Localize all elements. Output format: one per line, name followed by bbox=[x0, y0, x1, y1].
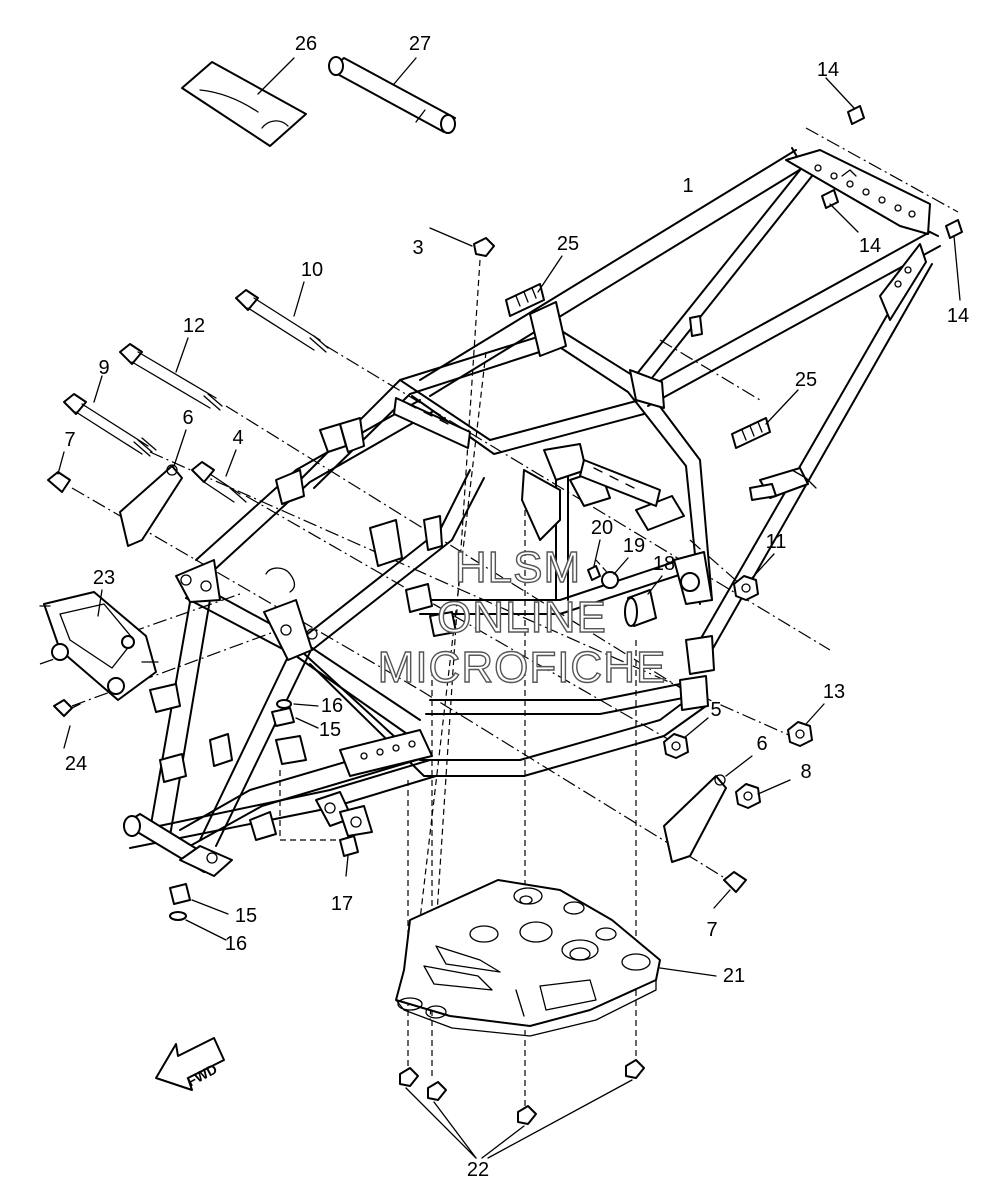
part-8-nut bbox=[735, 783, 761, 809]
part-14-cap-top bbox=[847, 105, 865, 125]
part-26-sheet bbox=[181, 61, 307, 147]
callout-15-upper: 15 bbox=[319, 719, 341, 741]
part-17-bolt bbox=[339, 835, 359, 857]
callout-25-top: 25 bbox=[557, 233, 579, 255]
callout-24: 24 bbox=[65, 753, 87, 775]
part-6-bracket-right bbox=[663, 774, 727, 863]
part-25-damper-right bbox=[731, 417, 771, 449]
part-16-oring-upper bbox=[276, 699, 292, 709]
main-frame bbox=[123, 147, 941, 877]
part-22-bolts bbox=[399, 1059, 645, 1125]
part-24-bolt bbox=[53, 699, 81, 717]
watermark-line-1: HLSM bbox=[455, 543, 581, 592]
part-10-bolt bbox=[235, 289, 329, 353]
callout-7-left: 7 bbox=[64, 429, 75, 451]
callout-9: 9 bbox=[98, 357, 109, 379]
callout-8: 8 bbox=[800, 761, 811, 783]
part-25-damper-top bbox=[505, 283, 545, 317]
part-11-nut bbox=[733, 575, 759, 601]
callout-14-right: 14 bbox=[947, 305, 969, 327]
callout-7-right: 7 bbox=[706, 919, 717, 941]
callout-14-middle: 14 bbox=[859, 235, 881, 257]
callout-13: 13 bbox=[823, 681, 845, 703]
part-14-cap-right bbox=[945, 219, 963, 239]
part-16-oring-lower bbox=[169, 911, 187, 921]
callout-1: 1 bbox=[682, 175, 693, 197]
callout-25-right: 25 bbox=[795, 369, 817, 391]
callout-23: 23 bbox=[93, 567, 115, 589]
callout-3: 3 bbox=[412, 237, 423, 259]
part-7-bolt-left bbox=[47, 471, 71, 493]
part-12-bolt bbox=[119, 343, 223, 411]
part-6-bracket-left bbox=[119, 464, 183, 547]
callouts: 1 3 4 5 6 6 7 7 8 9 10 11 12 13 14 14 14… bbox=[64, 33, 969, 1181]
callout-22: 22 bbox=[467, 1159, 489, 1181]
part-9-bolt bbox=[63, 393, 157, 457]
callout-12: 12 bbox=[183, 315, 205, 337]
callout-19: 19 bbox=[623, 535, 645, 557]
watermark: HLSM ONLINE MICROFICHE bbox=[377, 542, 667, 692]
part-5-nut bbox=[663, 733, 689, 759]
watermark-line-2: ONLINE bbox=[437, 593, 607, 642]
callout-15-lower: 15 bbox=[235, 905, 257, 927]
part-19-washer bbox=[601, 571, 619, 589]
part-27-tube bbox=[328, 56, 456, 134]
part-7-bolt-right bbox=[723, 871, 747, 893]
callout-27: 27 bbox=[409, 33, 431, 55]
callout-11: 11 bbox=[766, 531, 787, 553]
part-14-cap-middle bbox=[821, 189, 839, 209]
callout-6-left: 6 bbox=[182, 407, 193, 429]
callout-14-top: 14 bbox=[817, 59, 839, 81]
part-23-bracket bbox=[39, 591, 159, 701]
callout-20: 20 bbox=[591, 517, 613, 539]
part-15-plug-upper bbox=[271, 707, 295, 727]
part-4-bolt bbox=[191, 461, 247, 503]
part-3-bolt bbox=[473, 237, 495, 257]
callout-4: 4 bbox=[232, 427, 243, 449]
part-21-skid-plate bbox=[395, 879, 661, 1037]
part-20-screw bbox=[587, 565, 601, 581]
callout-5: 5 bbox=[710, 699, 721, 721]
callout-17: 17 bbox=[331, 893, 353, 915]
part-18-damper bbox=[624, 589, 657, 627]
callout-16-lower: 16 bbox=[225, 933, 247, 955]
callout-21: 21 bbox=[723, 965, 745, 987]
callout-16-upper: 16 bbox=[321, 695, 343, 717]
fwd-arrow: FWD bbox=[155, 1037, 225, 1091]
callout-6-right: 6 bbox=[756, 733, 767, 755]
part-15-plug-lower bbox=[169, 883, 191, 905]
watermark-line-3: MICROFICHE bbox=[378, 643, 667, 692]
callout-26: 26 bbox=[295, 33, 317, 55]
callout-10: 10 bbox=[301, 259, 323, 281]
part-13-nut bbox=[787, 721, 813, 747]
callout-18: 18 bbox=[653, 553, 675, 575]
